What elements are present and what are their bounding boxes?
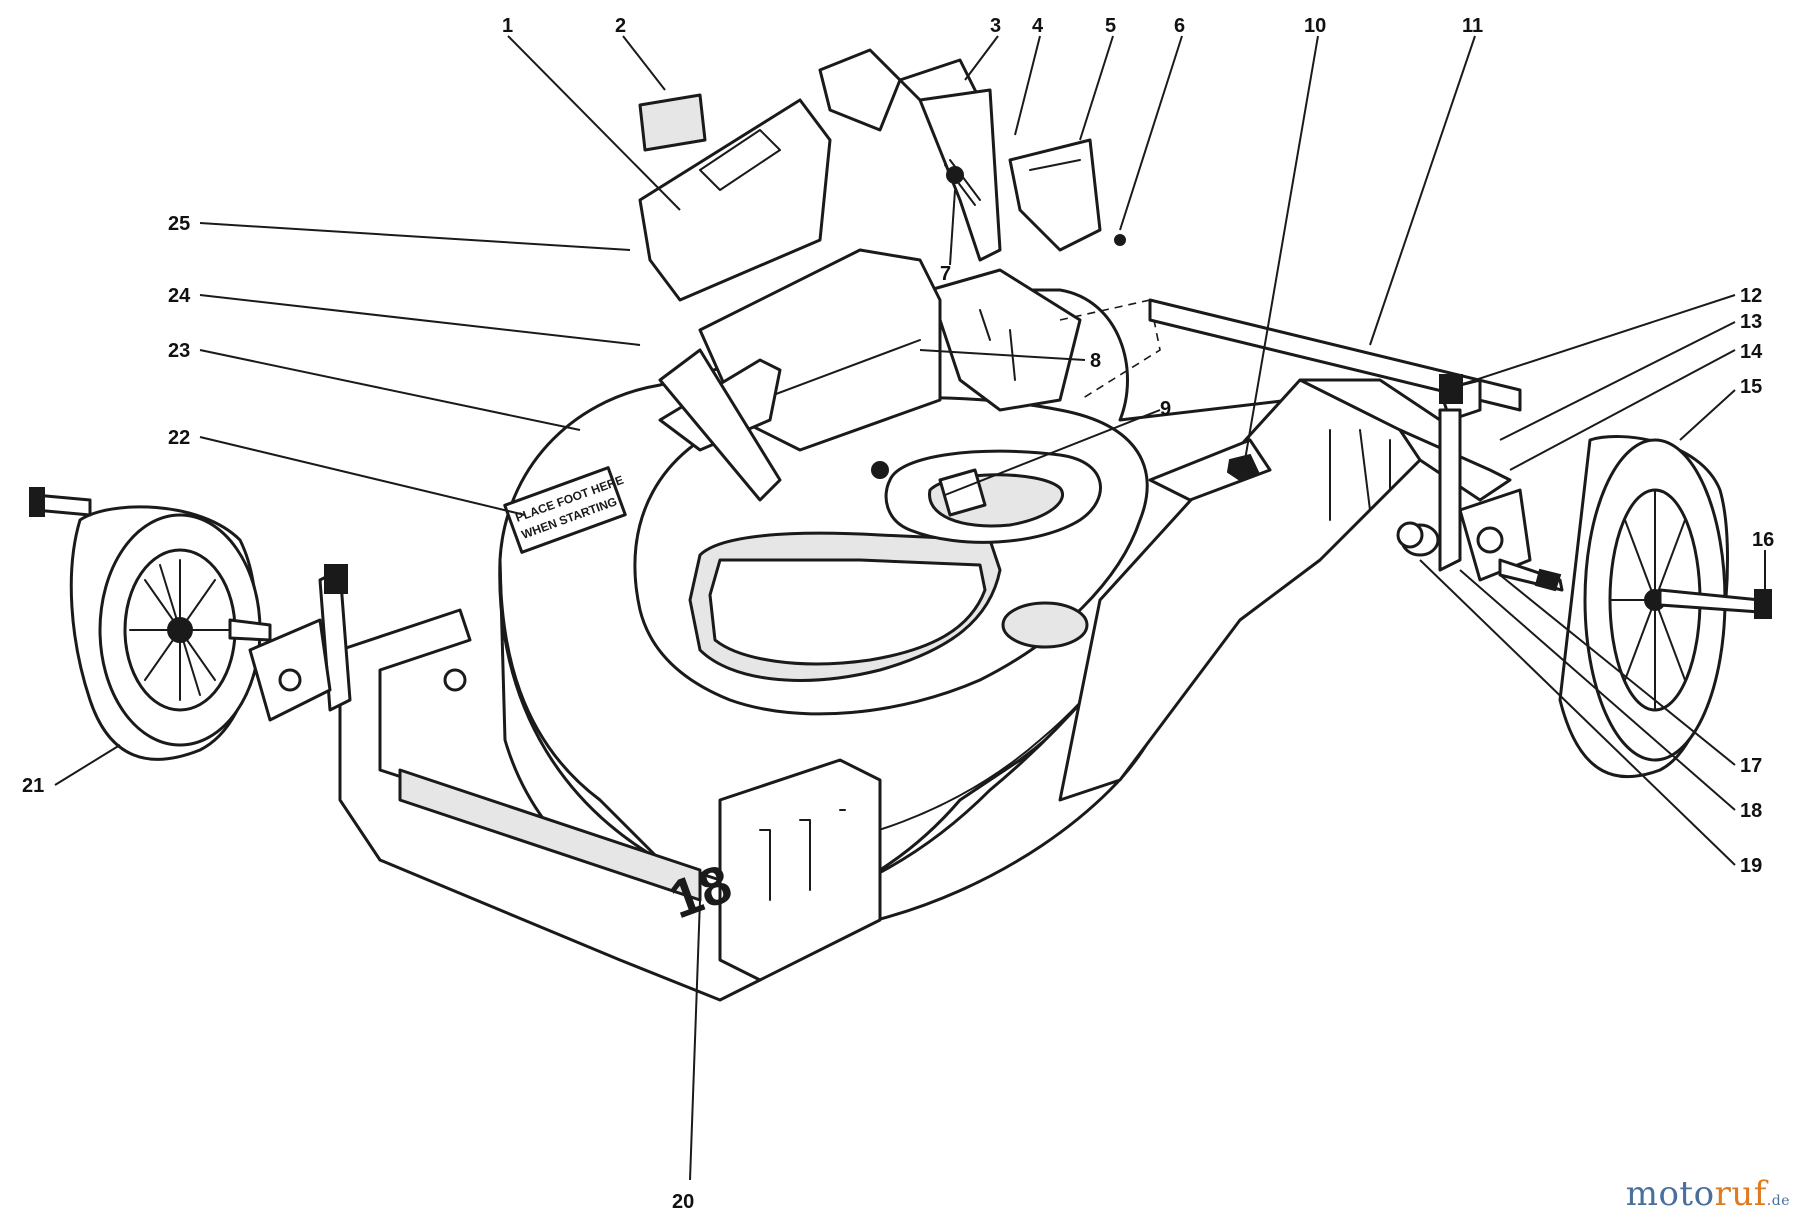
- callout-12: 12: [1740, 285, 1762, 307]
- watermark-logo: motoruf.de: [1626, 1174, 1790, 1214]
- watermark-part-2: ruf: [1714, 1174, 1767, 1214]
- watermark-part-1: moto: [1625, 1174, 1715, 1214]
- callout-9: 9: [1160, 398, 1171, 420]
- front-rail: [338, 608, 882, 1002]
- callout-1: 1: [502, 15, 513, 37]
- callout-23: 23: [168, 340, 190, 362]
- callout-7: 7: [940, 263, 951, 285]
- callout-5: 5: [1105, 15, 1116, 37]
- callout-10: 10: [1304, 15, 1326, 37]
- watermark-tld: .de: [1766, 1193, 1790, 1209]
- left-wheel: [29, 487, 272, 761]
- callout-15: 15: [1740, 376, 1762, 398]
- callout-14: 14: [1740, 341, 1763, 363]
- callout-13: 13: [1740, 311, 1762, 333]
- callout-25: 25: [168, 213, 190, 235]
- callout-4: 4: [1032, 15, 1044, 37]
- leader-lines: [54, 35, 1766, 1181]
- callout-8: 8: [1090, 350, 1101, 372]
- callout-16: 16: [1752, 529, 1774, 551]
- handle-bracket-assembly: [638, 98, 942, 502]
- callout-22: 22: [168, 427, 190, 449]
- lever-assembly: [818, 48, 1126, 262]
- callout-20: 20: [672, 1191, 694, 1213]
- callout-24: 24: [168, 285, 191, 307]
- callout-21: 21: [22, 775, 44, 797]
- callout-labels: 1 2 3 4 5 6 7 8 9 10 11 12 13 14 15 16 1…: [22, 15, 1774, 1213]
- right-wheel-bracket: [1400, 408, 1564, 592]
- callout-2: 2: [615, 15, 626, 37]
- callout-3: 3: [990, 15, 1001, 37]
- rear-bracket: [928, 268, 1161, 412]
- right-wheel: [1558, 435, 1772, 779]
- callout-11: 11: [1462, 15, 1483, 37]
- decal-part-2: [638, 93, 707, 152]
- callout-17: 17: [1740, 755, 1762, 777]
- callout-19: 19: [1740, 855, 1762, 877]
- callout-18: 18: [1740, 800, 1762, 822]
- callout-6: 6: [1174, 15, 1185, 37]
- left-wheel-bracket: [248, 564, 352, 722]
- hardware: [443, 453, 1424, 692]
